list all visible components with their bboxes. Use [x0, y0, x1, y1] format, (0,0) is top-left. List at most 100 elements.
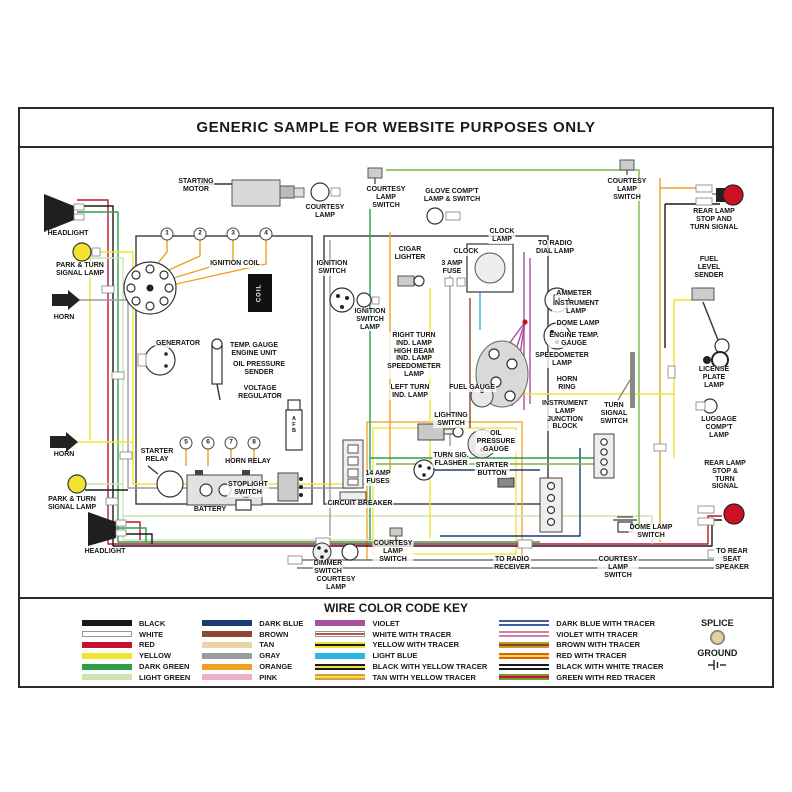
- key-row: BLACK WITH YELLOW TRACER: [315, 661, 487, 672]
- label-rear-lamp-top: REAR LAMP STOP AND TURN SIGNAL: [689, 208, 739, 232]
- wire-swatch: [82, 663, 132, 670]
- key-row: VIOLET: [315, 618, 487, 629]
- stoplight-switch-icon: [235, 499, 252, 511]
- terminal-7: 7: [224, 436, 238, 450]
- label-courtesy-switch-top: COURTESY LAMP SWITCH: [365, 186, 407, 210]
- splice-icon: [709, 630, 725, 645]
- starting-motor-icon: [231, 179, 305, 207]
- wire-swatch: [82, 641, 132, 648]
- label-turn-signal-switch: TURN SIGNAL SWITCH: [599, 402, 629, 426]
- wire-swatch: [82, 652, 132, 659]
- ground-label: GROUND: [697, 648, 738, 658]
- wire-swatch: [202, 631, 253, 638]
- wire-label: VIOLET: [372, 618, 400, 628]
- label-dimmer-switch: DIMMER SWITCH: [312, 560, 344, 576]
- wire-label: GRAY: [259, 651, 281, 661]
- key-column-3: VIOLET WHITE WITH TRACER YELLOW WITH TRA…: [315, 618, 487, 683]
- wire-label: BLACK WITH WHITE TRACER: [556, 662, 664, 672]
- key-row: BLACK: [82, 618, 190, 629]
- label-courtesy-switch-mid: COURTESY LAMP SWITCH: [372, 540, 414, 564]
- label-headlight-top: HEADLIGHT: [46, 230, 90, 238]
- wire-label: BROWN: [259, 629, 289, 639]
- headlight-top-icon: [44, 194, 85, 232]
- key-row: YELLOW: [82, 650, 190, 661]
- courtesy-switch-right-icon: [619, 159, 635, 175]
- label-courtesy-lamp-top: COURTESY LAMP: [304, 204, 346, 220]
- label-turn-sig-flasher: TURN SIG. FLASHER: [432, 452, 470, 468]
- wire-swatch: [315, 663, 366, 670]
- label-rear-seat-speaker: TO REAR SEAT SPEAKER: [714, 548, 750, 572]
- wire-label: WHITE WITH TRACER: [372, 629, 452, 639]
- wire-label: PINK: [259, 672, 278, 682]
- key-row: WHITE: [82, 629, 190, 640]
- terminal-3: 3: [226, 227, 240, 241]
- wire-swatch: [202, 674, 253, 681]
- glove-compartment-lamp-icon: [426, 207, 461, 225]
- fuse-3amp-icon: [444, 277, 466, 287]
- fuse-block-14amp-icon: [342, 439, 364, 489]
- courtesy-lamp-top-icon: [310, 182, 341, 202]
- label-junction-block: INSTRUMENT LAMP JUNCTION BLOCK: [541, 400, 589, 432]
- rear-lamp-bottom-icon: [697, 503, 745, 526]
- wire-label: TAN WITH YELLOW TRACER: [372, 672, 476, 682]
- key-row: LIGHT GREEN: [82, 672, 190, 683]
- key-column-2: DARK BLUE BROWN TAN GRAY ORANGE PINK: [202, 618, 303, 683]
- courtesy-switch-top-icon: [367, 167, 383, 184]
- label-voltage-regulator: VOLTAGE REGULATOR: [237, 385, 283, 401]
- diagram-area: 1 2 3 4 5 6 7 8 HEADLIGHT PARK & TURN SI…: [20, 148, 772, 597]
- key-row: DARK BLUE WITH TRACER: [499, 618, 663, 629]
- ignition-switch-icon: [329, 287, 380, 313]
- label-horn-bottom: HORN: [52, 451, 76, 459]
- label-radio-receiver: TO RADIO RECEIVER: [493, 556, 531, 572]
- label-clock-lamp: CLOCK LAMP: [488, 228, 516, 244]
- wire-swatch: [202, 652, 253, 659]
- turn-signal-flasher-icon: [413, 459, 435, 481]
- label-starting-motor: STARTING MOTOR: [177, 178, 215, 194]
- key-row: BLACK WITH WHITE TRACER: [499, 661, 663, 672]
- terminal-2: 2: [193, 227, 207, 241]
- distributor-icon: [123, 261, 177, 315]
- wire-swatch: [315, 631, 366, 638]
- headlight-bottom-icon: [88, 512, 127, 546]
- wire-swatch: [82, 674, 132, 681]
- wiring-canvas: [44, 159, 745, 571]
- ground-icon: [708, 660, 727, 670]
- label-engine-temp-gauge: ENGINE TEMP. GAUGE: [548, 332, 600, 348]
- wire-label: TAN: [259, 640, 275, 650]
- terminal-8: 8: [247, 436, 261, 450]
- label-oil-pressure-sender: OIL PRESSURE SENDER: [232, 361, 286, 377]
- wire-swatch: [499, 620, 550, 627]
- label-lighting-switch: LIGHTING SWITCH: [433, 412, 469, 428]
- wire-swatch: [202, 663, 253, 670]
- park-turn-lamp-top-icon: [72, 242, 101, 262]
- splice-label: SPLICE: [701, 618, 734, 628]
- wire-swatch: [315, 652, 366, 659]
- wire-swatch: [315, 620, 366, 627]
- label-courtesy-lamp-bottom: COURTESY LAMP: [315, 576, 357, 592]
- label-oil-pressure-gauge: OIL PRESSURE GAUGE: [475, 430, 517, 454]
- wire-label: BLACK WITH YELLOW TRACER: [372, 662, 488, 672]
- label-horn-top: HORN: [52, 314, 76, 322]
- horn-ring-icon: [617, 352, 635, 408]
- label-dome-lamp: DOME LAMP: [555, 320, 601, 328]
- generator-icon: [137, 344, 176, 376]
- voltage-regulator-icon: [285, 409, 303, 451]
- wire-swatch: [202, 641, 253, 648]
- key-row: BROWN: [202, 629, 303, 640]
- circuit-breaker-icon: [339, 491, 367, 501]
- label-clock: CLOCK: [452, 248, 480, 256]
- wire-label: DARK GREEN: [139, 662, 190, 672]
- instrument-lamp-junction-block-icon: [539, 477, 563, 533]
- key-row: TAN: [202, 640, 303, 651]
- label-starter-button: STARTER BUTTON: [474, 462, 510, 478]
- wire-label: LIGHT GREEN: [139, 672, 191, 682]
- key-row: TAN WITH YELLOW TRACER: [315, 672, 487, 683]
- label-courtesy-switch-bottom: COURTESY LAMP SWITCH: [597, 556, 639, 580]
- terminal-5: 5: [179, 436, 193, 450]
- label-park-turn-bottom: PARK & TURN SIGNAL LAMP: [46, 496, 98, 512]
- horn-relay-icon: [277, 472, 303, 502]
- courtesy-lamp-bottom-icon: [341, 543, 359, 561]
- wire-label: RED WITH TRACER: [556, 651, 627, 661]
- key-row: PINK: [202, 672, 303, 683]
- label-stoplight-switch: STOPLIGHT SWITCH: [227, 481, 269, 497]
